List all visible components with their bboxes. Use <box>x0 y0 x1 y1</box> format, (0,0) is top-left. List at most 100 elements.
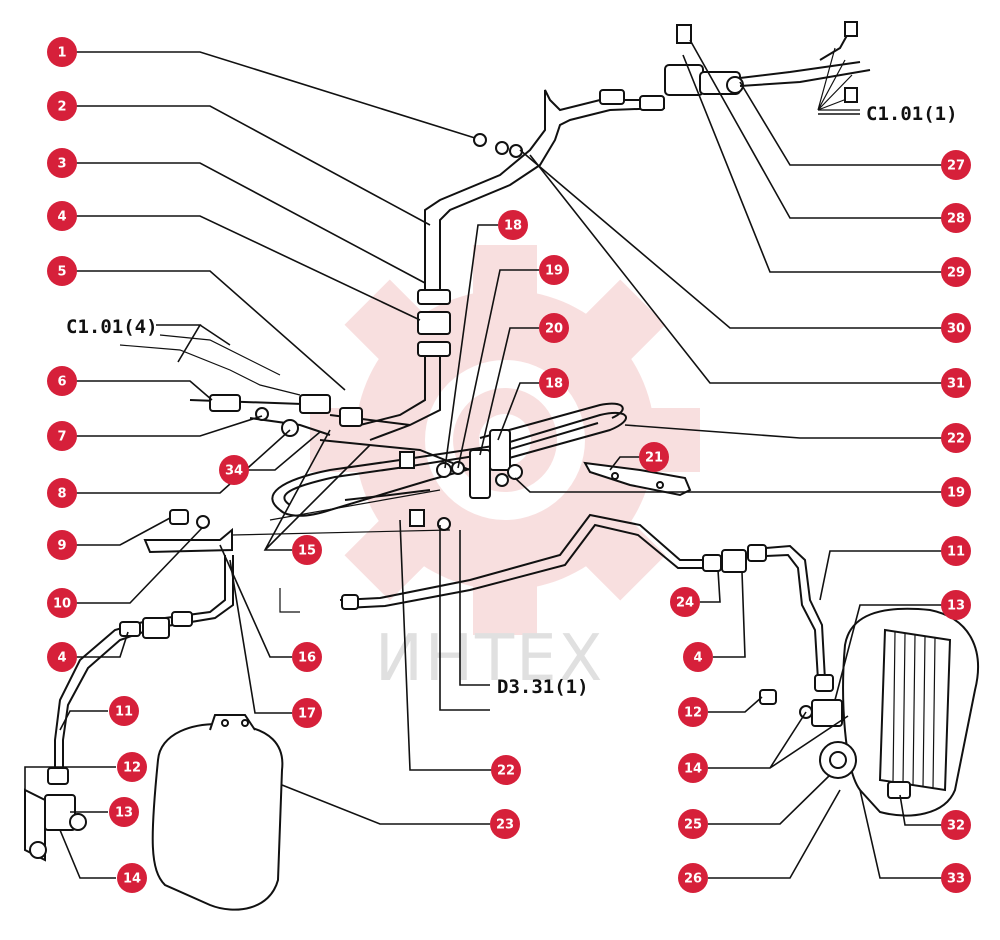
leader-26 <box>708 789 841 879</box>
callout-marker <box>941 590 971 620</box>
callout-c20: 20 <box>539 313 569 343</box>
callout-marker <box>678 809 708 839</box>
callout-number: 26 <box>684 872 702 887</box>
leader-22b <box>399 519 492 771</box>
left-brake <box>24 714 284 911</box>
callout-c30: 30 <box>941 313 971 343</box>
callout-c11b: 11 <box>941 536 971 566</box>
callout-marker <box>670 587 700 617</box>
callout-number: 12 <box>123 761 141 776</box>
callout-marker <box>292 642 322 672</box>
top-manifold <box>664 21 871 111</box>
leader-32 <box>899 794 942 826</box>
callout-c24: 24 <box>670 587 700 617</box>
leader-18b <box>497 382 539 441</box>
leader-1 <box>76 51 476 139</box>
callout-marker <box>47 478 77 508</box>
callout-c8: 8 <box>47 478 77 508</box>
callout-marker <box>117 752 147 782</box>
pipe-run-top <box>359 89 666 441</box>
callout-group: 1234567891041112131434151617181920182223… <box>47 37 971 893</box>
leader-28 <box>689 39 942 219</box>
callout-marker <box>47 530 77 560</box>
leader-13b <box>834 604 942 701</box>
callout-c33: 33 <box>941 863 971 893</box>
callout-number: 20 <box>545 322 563 337</box>
leader-30 <box>519 149 942 329</box>
callout-c7: 7 <box>47 421 77 451</box>
leader-25 <box>708 774 831 825</box>
leader-14b <box>708 711 849 769</box>
callout-c19a: 19 <box>539 255 569 285</box>
leader-11b <box>819 550 942 601</box>
watermark: ИНТЕХ <box>310 245 700 696</box>
leader-8 <box>76 429 291 494</box>
callout-marker <box>941 423 971 453</box>
callout-number: 24 <box>676 596 694 611</box>
callout-number: 10 <box>53 597 71 612</box>
callout-marker <box>491 755 521 785</box>
callout-c25: 25 <box>678 809 708 839</box>
callout-marker <box>47 256 77 286</box>
callout-c1: 1 <box>47 37 77 67</box>
callout-marker <box>498 210 528 240</box>
leader-15 <box>263 429 371 551</box>
callout-c18a: 18 <box>498 210 528 240</box>
right-lower-lines <box>279 513 834 692</box>
callout-c14b: 14 <box>678 753 708 783</box>
leader-7 <box>76 415 263 437</box>
callout-marker <box>941 257 971 287</box>
callout-marker <box>47 642 77 672</box>
callout-c29: 29 <box>941 257 971 287</box>
callout-marker <box>109 797 139 827</box>
callout-number: 15 <box>298 544 316 559</box>
callout-c32: 32 <box>941 810 971 840</box>
ref-label-bottom: D3.31(1) <box>497 676 589 698</box>
drawing <box>24 21 979 911</box>
leader-10 <box>76 527 203 604</box>
callout-number: 34 <box>225 464 243 479</box>
callout-number: 32 <box>947 819 965 834</box>
leader-22a <box>624 424 942 439</box>
callout-marker <box>683 642 713 672</box>
callout-number: 4 <box>693 651 702 666</box>
callout-number: 13 <box>115 806 133 821</box>
leader-4b <box>76 631 129 658</box>
callout-number: 4 <box>57 210 66 225</box>
watermark-gear <box>310 245 700 635</box>
leader-ref-bottom <box>439 525 490 711</box>
callout-marker <box>941 313 971 343</box>
callout-c14a: 14 <box>117 863 147 893</box>
callout-c4a: 4 <box>47 201 77 231</box>
callout-c26: 26 <box>678 863 708 893</box>
callout-marker <box>941 810 971 840</box>
callout-marker <box>47 421 77 451</box>
callout-marker <box>219 455 249 485</box>
leader-12b <box>708 696 763 713</box>
leader-19b <box>514 477 942 493</box>
callout-c3: 3 <box>47 148 77 178</box>
callout-number: 7 <box>57 430 66 445</box>
callout-c23: 23 <box>490 809 520 839</box>
leader-19a <box>457 269 539 469</box>
callout-marker <box>941 150 971 180</box>
ref-label-left: C1.01(4) <box>66 316 158 338</box>
callout-c12a: 12 <box>117 752 147 782</box>
leader-31 <box>529 154 942 384</box>
leader-11a <box>59 710 108 731</box>
leader-5 <box>76 270 346 391</box>
callout-c6: 6 <box>47 366 77 396</box>
callout-c34: 34 <box>219 455 249 485</box>
callout-number: 11 <box>947 545 965 560</box>
centre-coil <box>271 402 627 531</box>
leader-6 <box>76 380 213 401</box>
callout-number: 21 <box>645 451 663 466</box>
callout-c19b: 19 <box>941 477 971 507</box>
callout-number: 25 <box>684 818 702 833</box>
leader-18a <box>444 224 498 469</box>
leader-4c <box>713 571 746 658</box>
callout-marker <box>941 368 971 398</box>
leader-34 <box>248 431 321 471</box>
leader-9 <box>76 517 171 546</box>
